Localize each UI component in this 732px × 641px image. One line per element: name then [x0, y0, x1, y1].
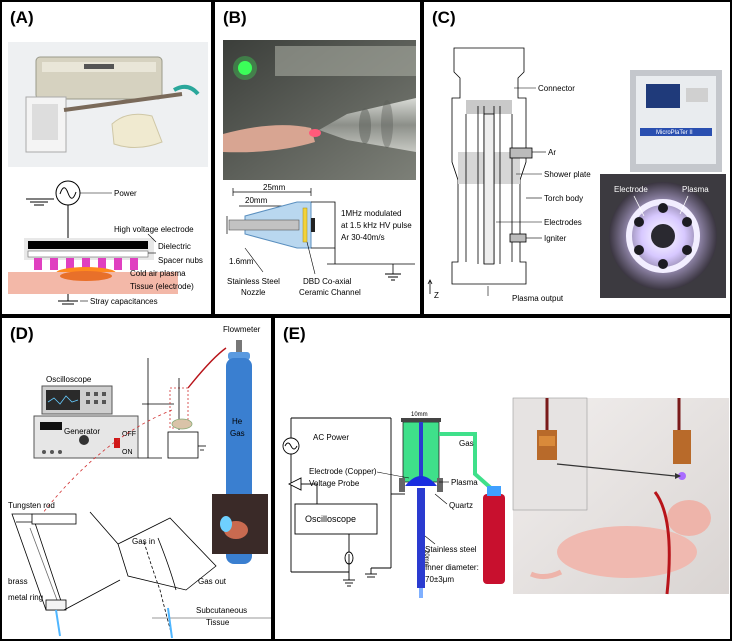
stainless-steel-label: Stainless steel [425, 545, 477, 554]
photo-plasma-label: Plasma [682, 185, 709, 194]
gas-label: Gas [230, 429, 245, 438]
gas-out-label: Gas out [198, 577, 227, 586]
power-source [26, 180, 112, 240]
dim-10mm: 10mm [411, 412, 428, 418]
spec-line-3: Ar 30-40m/s [341, 233, 385, 242]
voltage-probe-label: Voltage Probe [309, 479, 360, 488]
panel-b-schematic: 25mm 20mm 1.6mm 1MHz modulated at 1.5 kH… [226, 183, 415, 297]
channel-label-2: Ceramic Channel [299, 288, 361, 297]
device-brand: MicroPlaTer II [656, 130, 693, 136]
brass-label-1: brass [8, 577, 28, 586]
label-igniter: Igniter [544, 234, 567, 243]
dim-20mm-e: 20mm [423, 550, 429, 567]
oscilloscope-e-label: Oscilloscope [305, 514, 356, 524]
oscilloscope-label: Oscilloscope [46, 375, 92, 384]
inner-diameter-label: Inner diameter: [425, 563, 479, 572]
electrode-copper-label: Electrode (Copper) [309, 467, 377, 476]
panel-e: (E) [273, 316, 732, 641]
tissue-label-2: Tissue [206, 618, 230, 627]
panel-e-label: (E) [283, 324, 306, 343]
dim-20mm: 20mm [245, 196, 268, 205]
inner-diameter-value: 70±3μm [425, 575, 454, 584]
label-spacer-nubs: Spacer nubs [158, 256, 203, 265]
channel-label-1: DBD Co-axial [303, 277, 352, 286]
panel-d-label: (D) [10, 324, 34, 343]
device-photo: MicroPlaTer II [630, 70, 722, 172]
label-power: Power [114, 189, 137, 198]
panel-b-figure: 25mm 20mm 1.6mm 1MHz modulated at 1.5 kH… [223, 40, 416, 297]
spec-line-2: at 1.5 kHz HV pulse [341, 221, 412, 230]
circuit-schematic [282, 417, 405, 587]
label-stray-capacitances: Stray capacitances [90, 297, 158, 306]
panel-b-label: (B) [223, 8, 247, 27]
panel-a-figure: Power High voltage electrode Dielectric … [8, 42, 208, 306]
gas-e-label: Gas [459, 439, 474, 448]
spec-line-1: 1MHz modulated [341, 209, 401, 218]
generator-device: Generator OFF ON [33, 415, 139, 459]
label-electrodes: Electrodes [544, 218, 582, 227]
jet-device [399, 418, 505, 598]
he-label: He [232, 417, 243, 426]
on-label: ON [122, 449, 133, 456]
nozzle-label-2: Nozzle [241, 288, 266, 297]
plasma-photo: Electrode Plasma [600, 174, 726, 298]
panel-d: (D) Flowmeter Oscilloscope Generator OFF… [0, 316, 273, 641]
plasma-e-label: Plasma [451, 478, 478, 487]
panel-a-photo [8, 42, 208, 167]
tungsten-label: Tungsten rod [8, 501, 55, 510]
tissue-label-1: Subcutaneous [196, 606, 247, 615]
mouse-photo-small [212, 494, 268, 554]
off-label: OFF [122, 431, 136, 438]
torch-schematic [427, 47, 533, 294]
label-hv-electrode: High voltage electrode [114, 225, 194, 234]
panel-b: (B) 25mm 20mm [213, 0, 422, 316]
brass-label-2: metal ring [8, 593, 43, 602]
jet-stand [41, 347, 227, 515]
label-tissue: Tissue (electrode) [130, 282, 194, 291]
panel-c-figure: Connector Ar Shower plate Torch body Ele… [427, 47, 726, 303]
dim-25mm: 25mm [263, 183, 286, 192]
label-dielectric: Dielectric [158, 242, 191, 251]
gas-flow-detail: Gas in Gas out Subcutaneous Tissue [63, 511, 271, 639]
label-ar: Ar [548, 148, 556, 157]
panel-a: (A) [0, 0, 213, 316]
photo-electrode-label: Electrode [614, 185, 648, 194]
label-plasma-output: Plasma output [512, 294, 564, 303]
label-torch-body: Torch body [544, 194, 583, 203]
panel-b-photo [223, 40, 416, 180]
panel-e-figure: 10mm 20mm AC Power Electrode (Copper) Vo… [282, 397, 729, 598]
gas-in-label: Gas in [132, 537, 155, 546]
nozzle-label-1: Stainless Steel [227, 277, 280, 286]
flowmeter-label: Flowmeter [223, 325, 261, 334]
dim-1-6mm: 1.6mm [229, 257, 254, 266]
dbd-layers [8, 238, 178, 305]
label-connector: Connector [538, 84, 575, 93]
mouse-photo [512, 397, 729, 595]
label-z-axis: Z [434, 291, 439, 300]
tungsten-rod-detail: Tungsten rod brass metal ring [8, 501, 77, 637]
panel-c-label: (C) [432, 8, 456, 27]
oscilloscope-device [41, 385, 113, 415]
panel-a-label: (A) [10, 8, 34, 27]
generator-label: Generator [64, 427, 100, 436]
label-shower-plate: Shower plate [544, 170, 591, 179]
panel-c: (C) Connector Ar Shower plate To [422, 0, 732, 316]
ac-power-label: AC Power [313, 433, 349, 442]
quartz-label: Quartz [449, 501, 473, 510]
label-cold-air-plasma: Cold air plasma [130, 269, 186, 278]
panel-d-figure: Flowmeter Oscilloscope Generator OFF ON [8, 325, 271, 639]
